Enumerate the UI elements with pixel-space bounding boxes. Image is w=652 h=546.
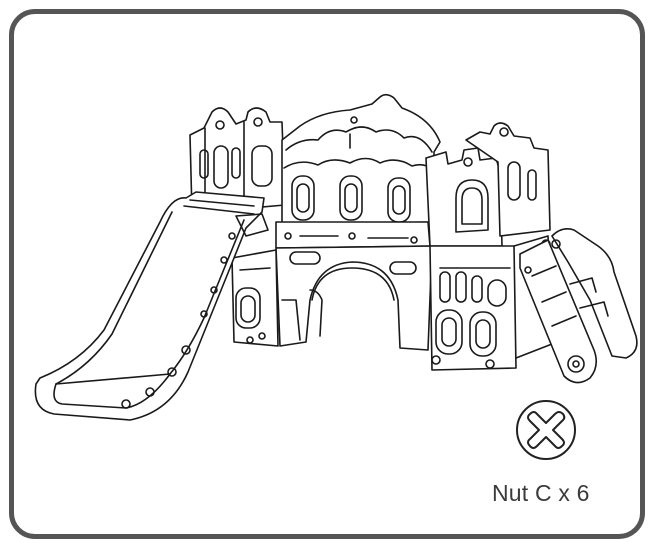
steps-ladder (519, 228, 638, 384)
part-quantity-label: Nut C x 6 (492, 480, 590, 506)
left-lower-block (231, 249, 279, 347)
right-tower (425, 122, 553, 371)
center-base-arch (275, 221, 433, 351)
nut-cross-icon (516, 400, 576, 460)
slide (34, 191, 269, 421)
center-tower (281, 93, 441, 225)
left-tower (189, 107, 286, 214)
